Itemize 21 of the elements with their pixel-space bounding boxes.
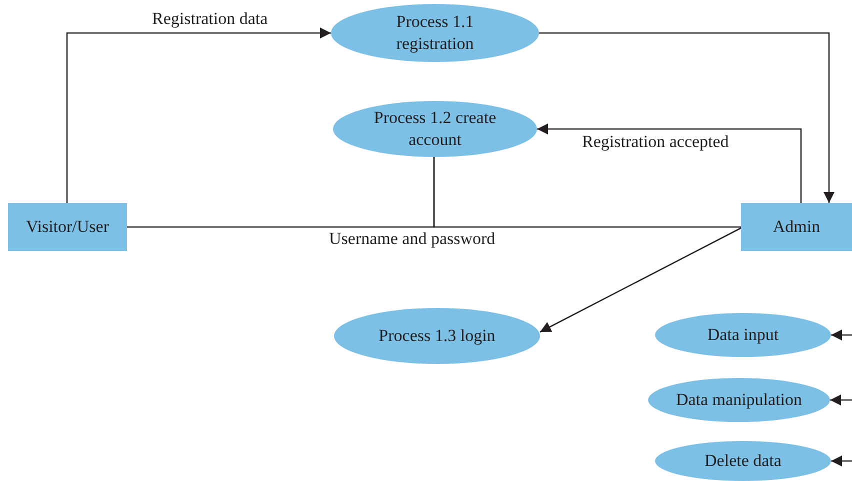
arrow: [66, 28, 331, 203]
edge-label: Registration accepted: [580, 132, 731, 152]
arrow: [830, 394, 852, 406]
connector-line: [433, 157, 741, 228]
node-label: Admin: [772, 216, 820, 238]
node-label: Process 1.2 create account: [372, 107, 498, 151]
node-label: Data input: [707, 324, 779, 346]
node-label: Delete data: [704, 450, 782, 472]
arrow: [539, 32, 834, 203]
arrow: [831, 456, 852, 466]
arrow: [831, 330, 852, 340]
entity-box: [8, 203, 127, 251]
node-label: Data manipulation: [676, 389, 802, 411]
arrow: [537, 124, 802, 203]
entity-box: [741, 203, 852, 251]
node-label: Process 1.1 registration: [395, 11, 475, 55]
node-label: Visitor/User: [26, 216, 110, 238]
arrow: [540, 227, 742, 333]
edge-label: Username and password: [327, 229, 498, 249]
node-label: Process 1.3 login: [378, 325, 496, 347]
edge-label: Registration data: [150, 9, 270, 29]
